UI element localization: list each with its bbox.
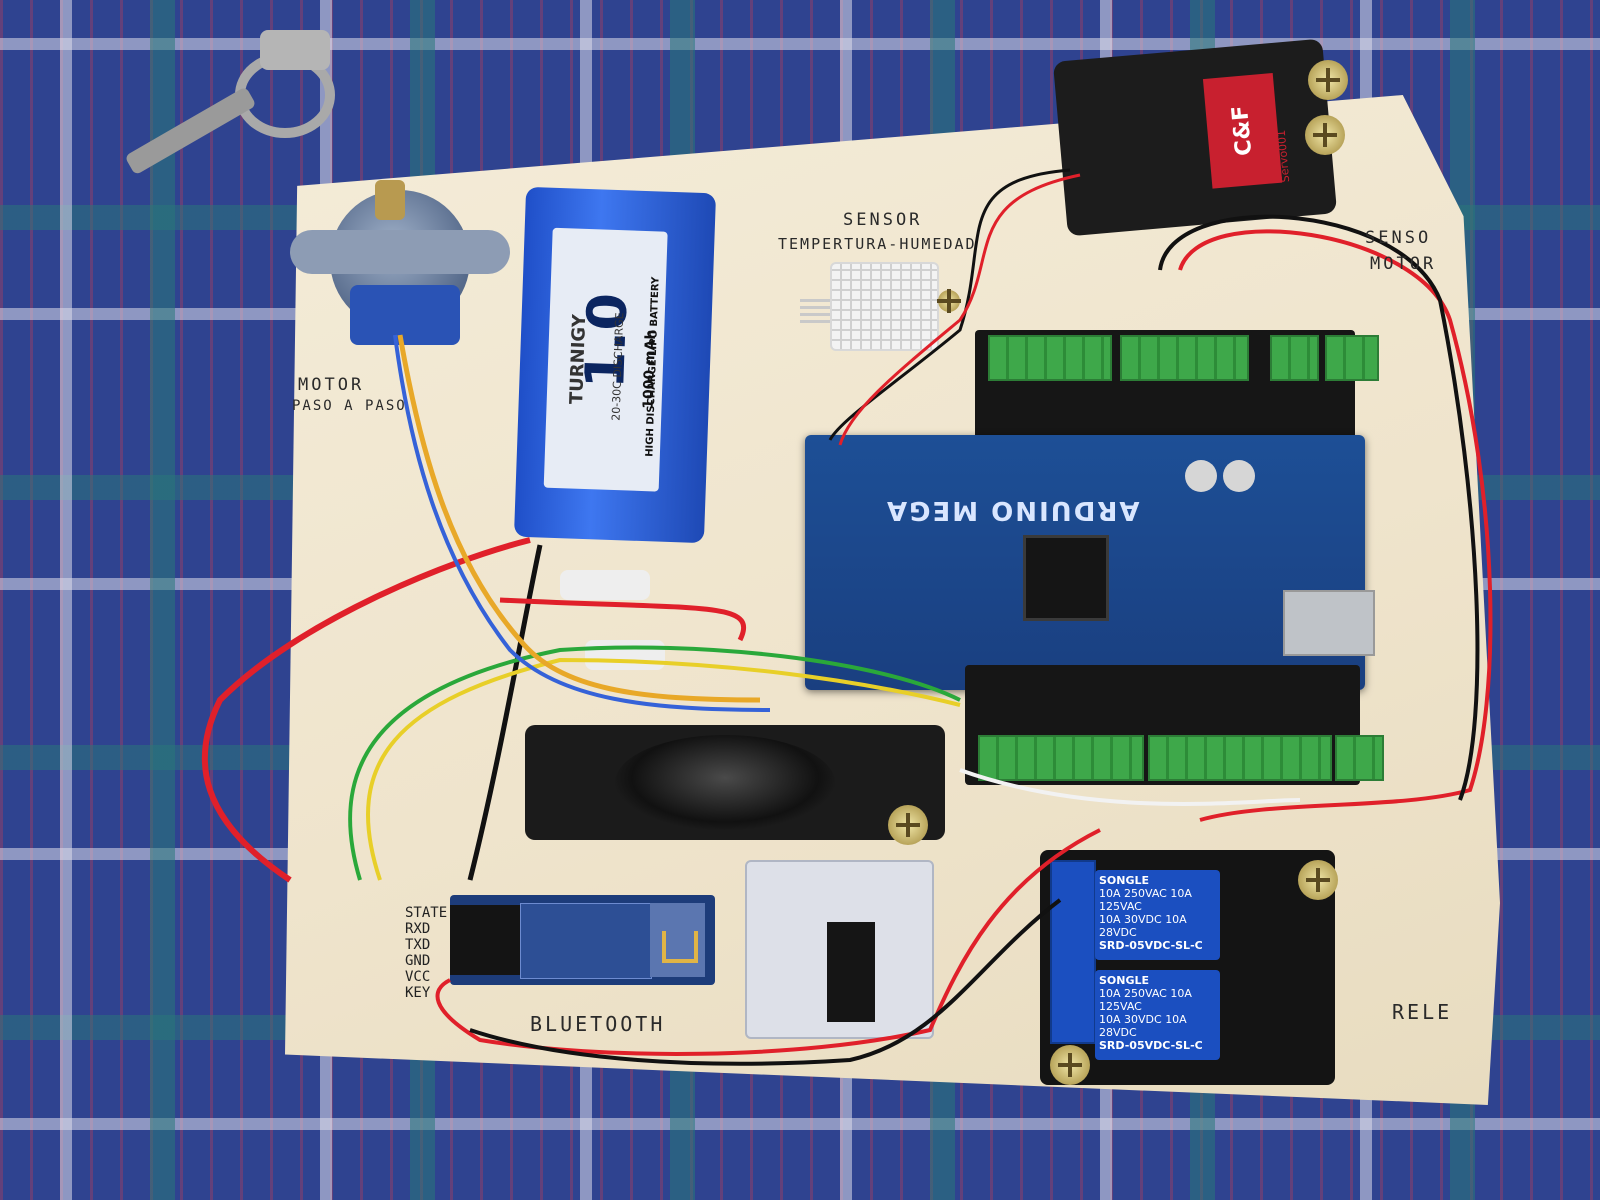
speaker-cone: [615, 735, 835, 830]
servo-label-line2: MOTOR: [1370, 254, 1437, 274]
relay-2-rating-1: 10A 250VAC 10A 125VAC: [1099, 987, 1192, 1013]
relay-2: SONGLE 10A 250VAC 10A 125VAC 10A 30VDC 1…: [1095, 970, 1220, 1060]
bluetooth-header: [450, 905, 520, 975]
dht-sensor: [830, 262, 939, 351]
bt-pin-gnd: GND: [405, 953, 431, 969]
relay-1-rating-2: 10A 30VDC 10A 28VDC: [1099, 913, 1187, 939]
terminal-block-bottom-3: [1335, 735, 1384, 781]
sensor-label-line1: SENSOR: [843, 210, 923, 230]
relay-2-model: SRD-05VDC-SL-C: [1099, 1039, 1203, 1052]
driver-ic: [827, 922, 875, 1022]
bt-pin-key: KEY: [405, 985, 431, 1001]
terminal-block-top-2: [1120, 335, 1249, 381]
arduino-mega-board: ARDUINO MEGA: [805, 435, 1375, 690]
dht-screw: [937, 289, 961, 313]
relay-screw-2: [1050, 1045, 1090, 1085]
terminal-block-top-4: [1325, 335, 1379, 381]
dht-pins: [800, 295, 830, 323]
sensor-label-line2: TEMPERTURA-HUMEDAD: [778, 235, 977, 253]
relay-2-brand: SONGLE: [1099, 974, 1150, 987]
bt-pin-rxd: RXD: [405, 921, 431, 937]
servo-screw-top: [1308, 60, 1348, 100]
relay-2-rating-2: 10A 30VDC 10A 28VDC: [1099, 1013, 1187, 1039]
relay-terminal-block: [1050, 860, 1096, 1044]
relay-1-model: SRD-05VDC-SL-C: [1099, 939, 1203, 952]
stepper-shaft: [375, 180, 405, 220]
bluetooth-module: [450, 895, 715, 985]
bluetooth-pin-labels: STATE RXD TXD GND VCC KEY: [405, 905, 447, 1001]
terminal-block-top-1: [988, 335, 1112, 381]
screw-terminal-connector: [560, 570, 650, 600]
speaker-screw: [888, 805, 928, 845]
screw-terminal-connector-2: [585, 640, 665, 670]
relay-module: SONGLE 10A 250VAC 10A 125VAC 10A 30VDC 1…: [1040, 850, 1335, 1085]
microcontroller-chip: [1023, 535, 1109, 621]
relay-label: RELE: [1392, 1000, 1453, 1024]
terminal-block-bottom-2: [1148, 735, 1332, 781]
bt-pin-vcc: VCC: [405, 969, 431, 985]
relay-1-rating-1: 10A 250VAC 10A 125VAC: [1099, 887, 1192, 913]
servo-screw-bottom: [1305, 115, 1345, 155]
servo-label-line1: SENSO: [1365, 228, 1432, 248]
stepper-connector-cap: [350, 285, 460, 345]
relay-screw-1: [1298, 860, 1338, 900]
bluetooth-label: BLUETOOTH: [530, 1012, 666, 1036]
relay-1: SONGLE 10A 250VAC 10A 125VAC 10A 30VDC 1…: [1095, 870, 1220, 960]
stepper-label-line2: PASO A PASO: [292, 398, 407, 414]
bluetooth-chip-board: [520, 903, 652, 979]
stepper-label-line1: MOTOR: [298, 375, 365, 395]
capacitors: [1185, 460, 1265, 492]
stepper-driver-board: [745, 860, 934, 1039]
keys-image: [126, 30, 335, 174]
bt-pin-txd: TXD: [405, 937, 431, 953]
bt-pin-state: STATE: [405, 905, 448, 921]
speaker: [525, 725, 945, 840]
bluetooth-antenna-icon: [650, 903, 705, 977]
terminal-block-bottom-1: [978, 735, 1144, 781]
terminal-block-top-3: [1270, 335, 1319, 381]
relay-1-brand: SONGLE: [1099, 874, 1150, 887]
usb-port: [1283, 590, 1375, 656]
